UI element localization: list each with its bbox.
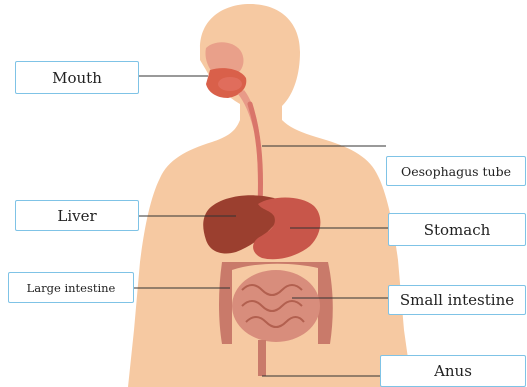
- tongue: [218, 77, 242, 91]
- rectum: [258, 340, 266, 376]
- label-liver: Liver: [15, 200, 139, 231]
- label-anus: Anus: [380, 355, 526, 387]
- label-large-intestine: Large intestine: [8, 272, 134, 303]
- label-mouth: Mouth: [15, 61, 139, 94]
- label-small-intestine: Small intestine: [388, 285, 526, 315]
- small-intestine: [232, 270, 320, 342]
- label-oesophagus-tube: Oesophagus tube: [386, 156, 526, 186]
- label-stomach: Stomach: [388, 213, 526, 246]
